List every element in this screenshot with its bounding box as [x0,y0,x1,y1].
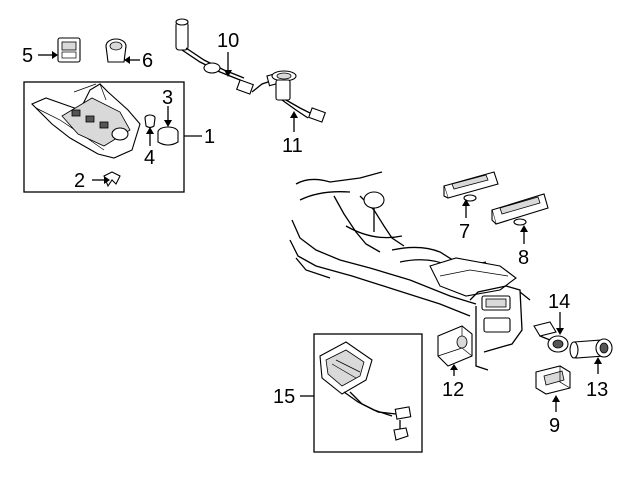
center-console [289,171,531,371]
callout-4: 4 [144,147,155,169]
callout-3: 3 [162,87,173,109]
clip-part-2 [103,171,121,188]
outlet-part-13 [569,338,613,359]
callout-6: 6 [142,50,153,72]
callout-8: 8 [518,247,529,269]
callout-5: 5 [22,45,33,67]
callout-13: 13 [586,379,608,401]
shifter-bezel-part [31,83,141,159]
callout-10: 10 [217,30,239,52]
socket-part-11 [271,70,326,123]
leader-lines [38,51,602,412]
group-box-1 [23,81,185,193]
button-part-6 [105,38,127,63]
switch-part-5 [57,37,81,63]
socket-part-14 [533,321,569,353]
callout-1: 1 [204,126,215,148]
callout-9: 9 [549,415,560,437]
outlet-part-12 [437,325,473,367]
knob-part-4 [144,114,156,129]
harness-part-10 [175,18,284,95]
switch-panel-part-8 [491,193,549,226]
cap-part-3 [157,126,179,146]
callout-11: 11 [282,135,303,157]
callout-15: 15 [273,386,295,408]
group-box-15 [313,333,423,453]
callout-14: 14 [548,291,570,313]
callout-7: 7 [459,221,470,243]
callout-12: 12 [442,379,464,401]
callout-2: 2 [74,170,85,192]
switch-part-9 [535,365,571,395]
switch-panel-part-7 [443,171,499,202]
module-part-15 [319,341,412,441]
